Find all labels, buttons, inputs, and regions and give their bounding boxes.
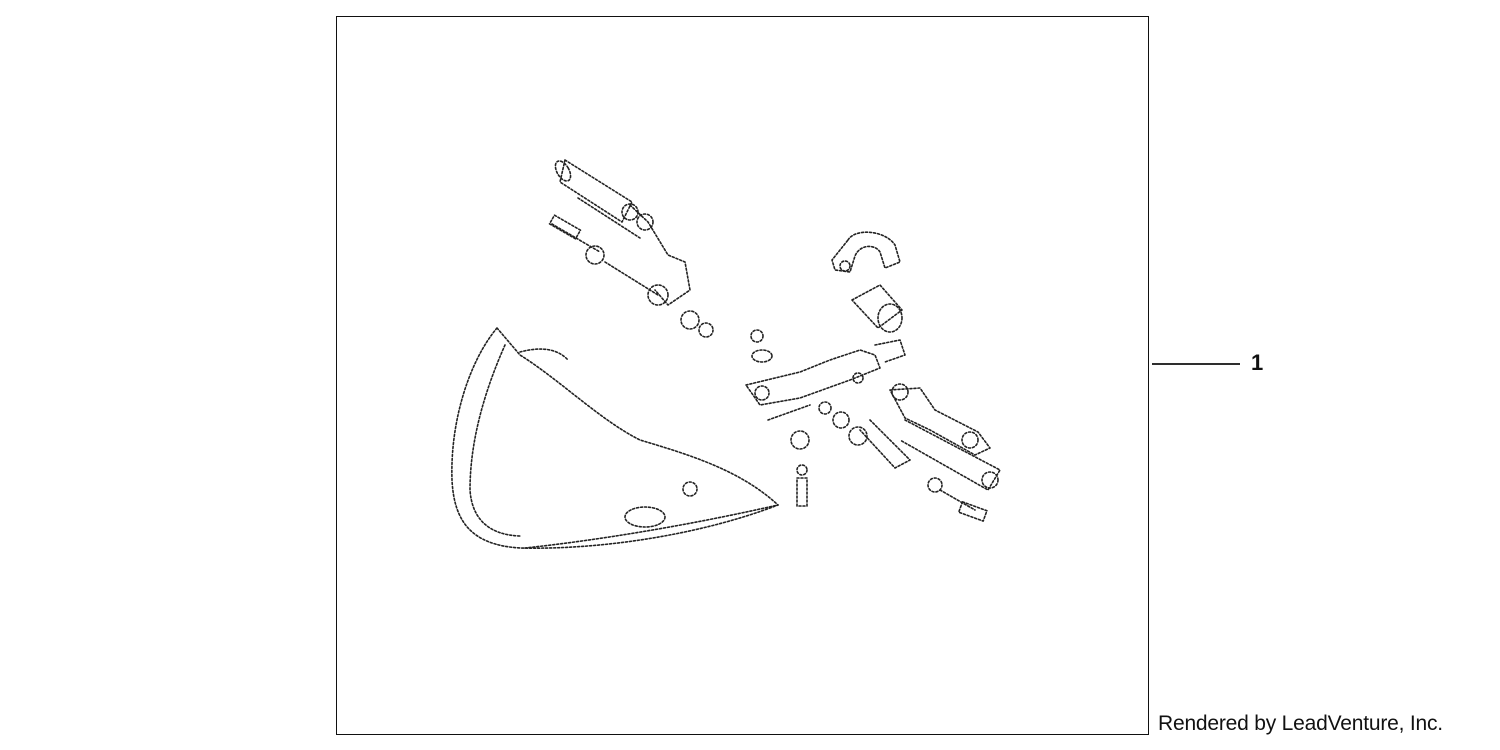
left-bracket-assembly[interactable] bbox=[548, 158, 714, 338]
callout-number[interactable]: 1 bbox=[1251, 350, 1264, 375]
render-credit: Rendered by LeadVenture, Inc. bbox=[1158, 712, 1443, 735]
clamp-assembly[interactable] bbox=[831, 231, 903, 333]
center-hardware[interactable] bbox=[745, 329, 906, 507]
diagram-frame bbox=[336, 16, 1149, 735]
windscreen-part[interactable] bbox=[451, 327, 779, 549]
right-bracket-assembly[interactable] bbox=[818, 383, 1001, 522]
